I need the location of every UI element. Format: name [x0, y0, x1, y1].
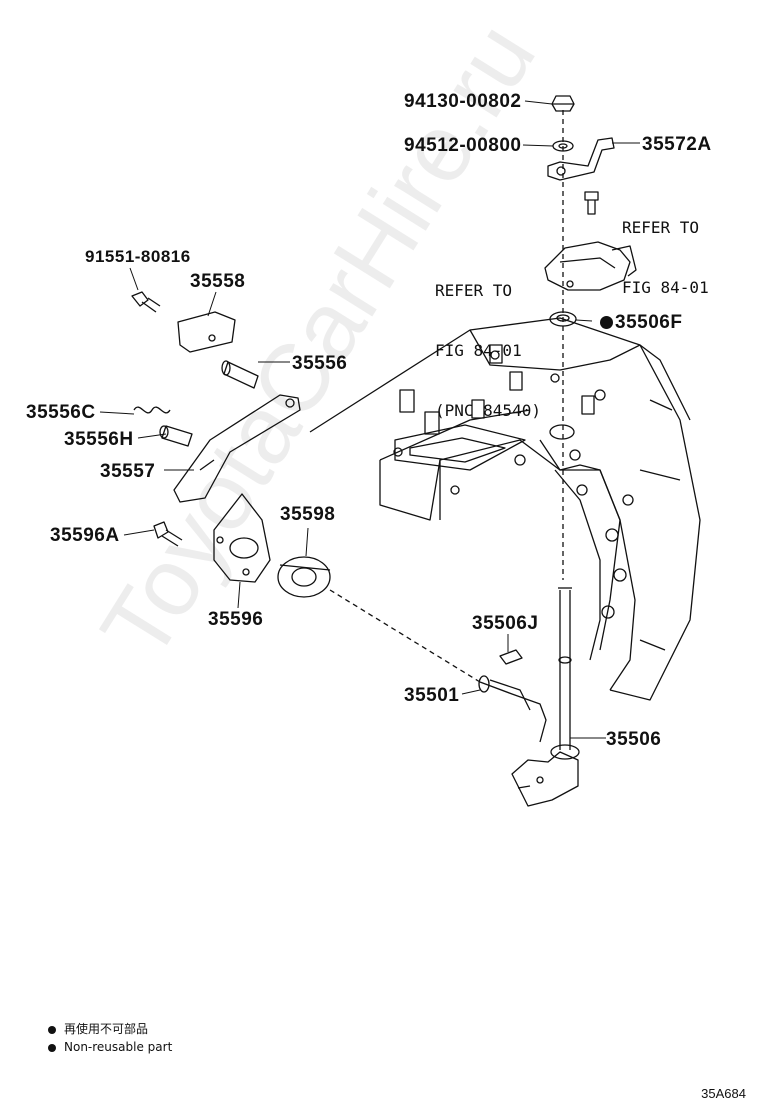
detent-lever-35557: [173, 394, 301, 503]
spring-35556C: [133, 406, 171, 414]
label-35506J[interactable]: 35506J: [472, 613, 539, 634]
label-35556H[interactable]: 35556H: [64, 429, 134, 450]
pin-35556: [221, 360, 259, 389]
refer-note-1-line2: FIG 84-01: [622, 278, 709, 297]
label-35506F-text: 35506F: [615, 312, 683, 333]
label-35572A[interactable]: 35572A: [642, 134, 712, 155]
legend-text-jp: 再使用不可部品: [64, 1022, 149, 1036]
collar-35598: [277, 556, 331, 598]
label-35598[interactable]: 35598: [280, 504, 336, 525]
bolt-91551: [131, 291, 161, 313]
neutral-start-switch: [544, 241, 637, 291]
bolt-refer: [584, 191, 599, 215]
refer-note-2: REFER TO FIG 84-01 (PNC 84540): [435, 241, 541, 461]
oil-seal-35506F: [549, 311, 577, 327]
refer-note-2-line3: (PNC 84540): [435, 401, 541, 420]
label-35501[interactable]: 35501: [404, 685, 460, 706]
label-35506F[interactable]: 35506F: [600, 313, 682, 332]
legend-text-en: Non-reusable part: [64, 1040, 173, 1054]
label-35556[interactable]: 35556: [292, 353, 348, 374]
bolt-35596A: [153, 521, 183, 547]
lever-35572A: [547, 137, 615, 181]
refer-note-1-line1: REFER TO: [622, 218, 700, 237]
refer-note-1: REFER TO FIG 84-01: [622, 178, 709, 338]
label-35557[interactable]: 35557: [100, 461, 156, 482]
leader-lines: [99, 100, 640, 739]
transmission-case: [309, 317, 701, 701]
label-91551-80816[interactable]: 91551-80816: [85, 247, 191, 266]
legend: 再使用不可部品 Non-reusable part: [48, 1020, 172, 1056]
bracket-35558: [177, 311, 236, 353]
label-35558[interactable]: 35558: [190, 271, 246, 292]
label-35506[interactable]: 35506: [606, 729, 662, 750]
legend-row-en: Non-reusable part: [48, 1038, 172, 1056]
figure-code: 35A684: [701, 1086, 746, 1101]
legend-dot-icon: [48, 1043, 56, 1052]
legend-dot-icon: [48, 1025, 56, 1034]
label-35556C[interactable]: 35556C: [26, 402, 96, 423]
label-35596[interactable]: 35596: [208, 609, 264, 630]
detent-plate-35596: [213, 493, 271, 583]
manual-shaft-35506: [511, 587, 580, 807]
legend-row-jp: 再使用不可部品: [48, 1020, 172, 1038]
pin-35556H: [159, 425, 193, 447]
clip-35506J: [499, 649, 523, 665]
refer-note-2-line2: FIG 84-01: [435, 341, 522, 360]
label-35596A[interactable]: 35596A: [50, 525, 120, 546]
nut-94130: [551, 95, 575, 112]
refer-note-2-line1: REFER TO: [435, 281, 513, 300]
label-94512-00800[interactable]: 94512-00800: [404, 135, 522, 156]
assembly-line-35598: [329, 589, 481, 683]
non-reusable-dot-icon: [600, 316, 613, 329]
shaft-35501: [478, 675, 547, 743]
label-94130-00802[interactable]: 94130-00802: [404, 91, 522, 112]
